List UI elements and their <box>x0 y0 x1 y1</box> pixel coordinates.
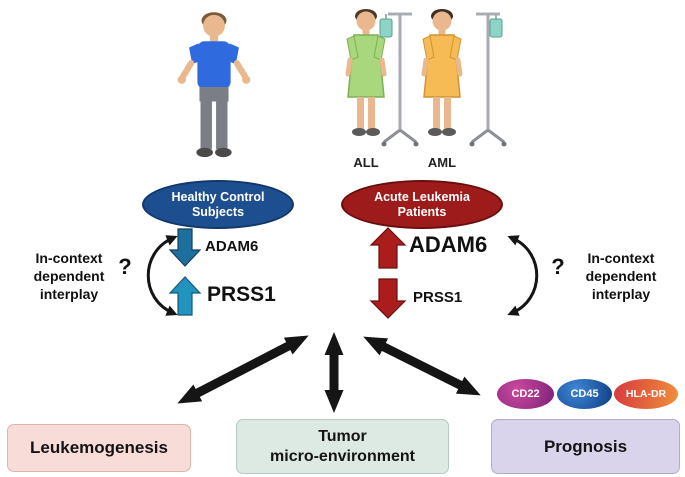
adam6-increase-arrow <box>369 227 407 269</box>
hla-dr-marker: HLA-DR <box>614 379 678 409</box>
prss1-left-label: PRSS1 <box>207 283 276 306</box>
hla-dr-label: HLA-DR <box>625 388 667 400</box>
patient-aml-figure <box>421 9 463 136</box>
healthy-person-illustration <box>177 12 251 158</box>
prognosis-box: Prognosis <box>491 419 680 474</box>
cd22-label: CD22 <box>511 388 540 400</box>
question-mark-left: ? <box>118 254 132 279</box>
healthy-control-ellipse: Healthy Control Subjects <box>142 180 294 229</box>
prss1-decrease-arrow <box>369 278 407 319</box>
prss1-right-label: PRSS1 <box>413 289 463 306</box>
healthy-control-label: Healthy Control Subjects <box>171 189 265 219</box>
prss1-increase-arrow <box>168 276 202 316</box>
adam6-right-label: ADAM6 <box>409 232 488 257</box>
interplay-cycle-arrow-left <box>146 235 178 316</box>
acute-leukemia-label: Acute Leukemia Patients <box>374 189 470 219</box>
acute-leukemia-ellipse: Acute Leukemia Patients <box>341 180 503 229</box>
tumor-microenvironment-box: Tumor micro-environment <box>236 419 449 474</box>
adam6-left-label: ADAM6 <box>205 238 259 255</box>
cd45-marker: CD45 <box>557 379 612 409</box>
all-label: ALL <box>353 155 379 170</box>
question-mark-right: ? <box>551 254 565 279</box>
patient-all-figure <box>345 9 387 136</box>
leukemogenesis-box: Leukemogenesis <box>7 424 191 472</box>
connector-to-leukemogenesis <box>177 335 309 404</box>
cd45-label: CD45 <box>570 388 599 400</box>
leukemia-patients-illustration <box>345 9 507 147</box>
aml-label: AML <box>427 155 457 170</box>
cd22-marker: CD22 <box>497 379 554 409</box>
prognosis-label: Prognosis <box>543 436 628 456</box>
adam6-decrease-arrow <box>168 228 202 267</box>
iv-pole-right <box>469 12 507 147</box>
interplay-text-left: In-context dependent interplay <box>33 250 105 303</box>
tumor-microenvironment-label: Tumor micro-environment <box>270 427 415 465</box>
interplay-cycle-arrow-right <box>507 235 539 316</box>
connector-to-prognosis <box>363 336 481 396</box>
leukemogenesis-label: Leukemogenesis <box>30 438 168 458</box>
iv-pole-left <box>379 12 419 147</box>
interplay-text-right: In-context dependent interplay <box>585 250 657 303</box>
healthy-person-figure <box>177 12 251 158</box>
